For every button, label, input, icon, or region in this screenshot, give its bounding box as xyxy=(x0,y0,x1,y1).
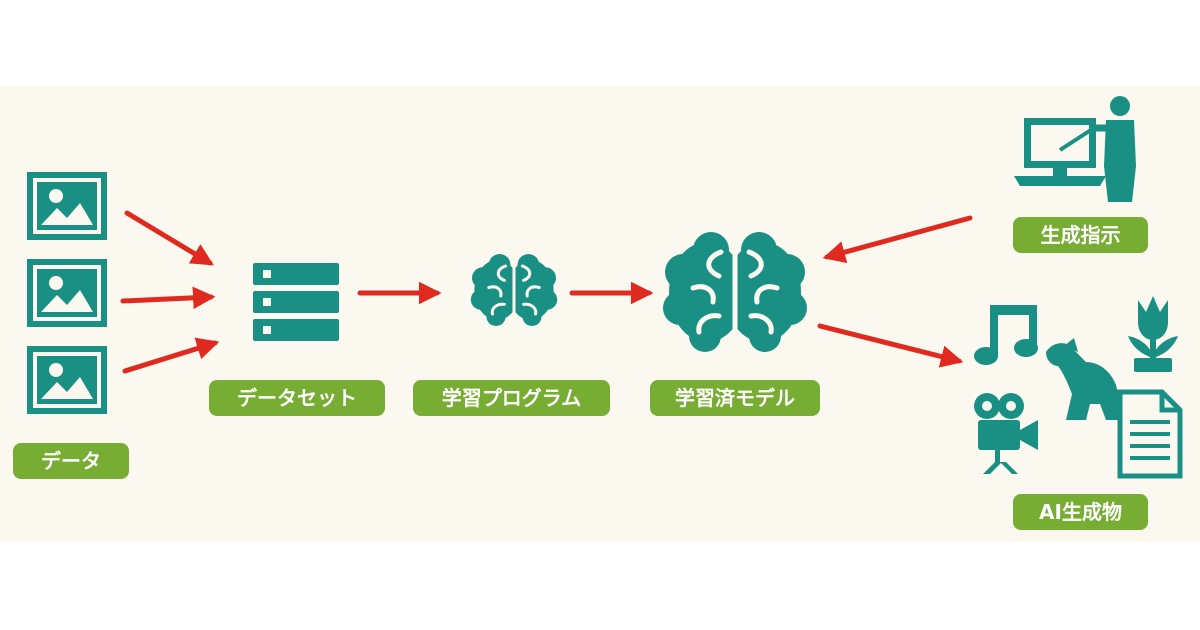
database-icon xyxy=(253,263,339,341)
image-icon xyxy=(27,172,107,240)
dog-icon xyxy=(1046,338,1122,420)
arrow-model-to-output xyxy=(817,323,964,368)
label-dataset: データセット xyxy=(209,380,385,416)
arrow-data-to-dataset xyxy=(122,337,220,374)
arrow-data-to-dataset xyxy=(124,210,214,266)
arrow-instruction-to-model xyxy=(822,215,973,264)
brain-icon xyxy=(663,232,807,352)
arrow-data-to-dataset xyxy=(120,286,216,310)
label-output: AI生成物 xyxy=(1013,494,1148,530)
label-model: 学習済モデル xyxy=(650,380,820,416)
document-icon xyxy=(1117,389,1183,479)
computer-icon xyxy=(1014,118,1106,186)
presenter-icon xyxy=(1090,96,1136,202)
image-icon xyxy=(27,259,107,327)
label-data: データ xyxy=(13,443,129,479)
music-note-icon xyxy=(974,305,1038,365)
label-program: 学習プログラム xyxy=(413,380,610,416)
label-instruction: 生成指示 xyxy=(1013,217,1148,253)
tulip-icon xyxy=(1128,296,1178,372)
image-icon xyxy=(27,346,107,414)
video-camera-icon xyxy=(974,393,1038,474)
brain-icon xyxy=(469,252,559,328)
